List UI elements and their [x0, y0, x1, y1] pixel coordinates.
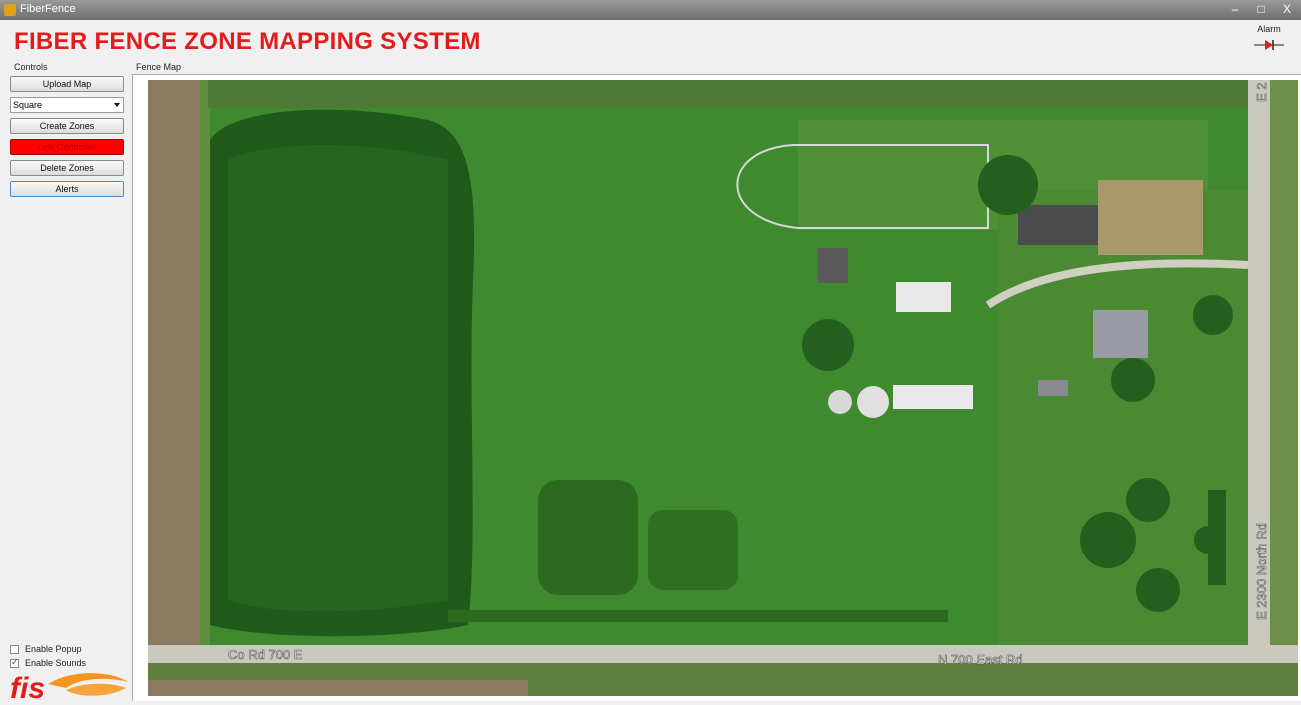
- link-controller-button[interactable]: Link Controller: [10, 139, 124, 155]
- options-panel: Enable Popup Enable Sounds: [10, 642, 86, 670]
- maximize-button[interactable]: □: [1257, 2, 1265, 16]
- minimize-button[interactable]: –: [1231, 2, 1239, 16]
- window-title: FiberFence: [20, 3, 76, 15]
- create-zones-button[interactable]: Create Zones: [10, 118, 124, 134]
- road-label-co-rd-700e: Co Rd 700 E: [228, 647, 303, 662]
- road-label-n-700-east-rd: N 700 East Rd: [938, 652, 1023, 667]
- aerial-map-image: Co Rd 700 E N 700 East Rd E 2300 North R…: [148, 80, 1298, 696]
- delete-zones-button[interactable]: Delete Zones: [10, 160, 124, 176]
- fis-logo: fis: [8, 668, 132, 705]
- app-icon: [4, 4, 16, 16]
- upload-map-button[interactable]: Upload Map: [10, 76, 124, 92]
- fence-map-canvas[interactable]: Co Rd 700 E N 700 East Rd E 2300 North R…: [148, 80, 1298, 696]
- road-label-e-2-top: E 2: [1254, 82, 1269, 102]
- page-title: FIBER FENCE ZONE MAPPING SYSTEM: [14, 28, 481, 55]
- enable-sounds-checkbox[interactable]: [10, 657, 19, 668]
- shape-select-value: Square: [13, 100, 43, 110]
- enable-sounds-option[interactable]: Enable Sounds: [10, 656, 86, 670]
- logo-text: fis: [10, 672, 45, 700]
- controls-section-label: Controls: [14, 62, 48, 72]
- enable-popup-option[interactable]: Enable Popup: [10, 642, 86, 656]
- enable-popup-checkbox[interactable]: [10, 644, 19, 654]
- alerts-button[interactable]: Alerts: [10, 181, 124, 197]
- fence-map-section-label: Fence Map: [136, 62, 182, 72]
- alarm-indicator: Alarm: [1249, 24, 1289, 64]
- window-titlebar: FiberFence – □ X: [0, 0, 1301, 20]
- enable-popup-label: Enable Popup: [25, 644, 82, 654]
- road-label-e-2300-north-rd: E 2300 North Rd: [1254, 523, 1269, 620]
- alarm-diode-icon: [1254, 40, 1284, 50]
- close-button[interactable]: X: [1282, 2, 1291, 16]
- alarm-label: Alarm: [1257, 24, 1281, 34]
- shape-select[interactable]: Square: [10, 97, 124, 113]
- window-controls: – □ X: [1227, 2, 1295, 16]
- controls-panel: Upload Map Square Create Zones Link Cont…: [10, 76, 124, 202]
- chevron-down-icon: [114, 103, 120, 107]
- enable-sounds-label: Enable Sounds: [25, 658, 87, 668]
